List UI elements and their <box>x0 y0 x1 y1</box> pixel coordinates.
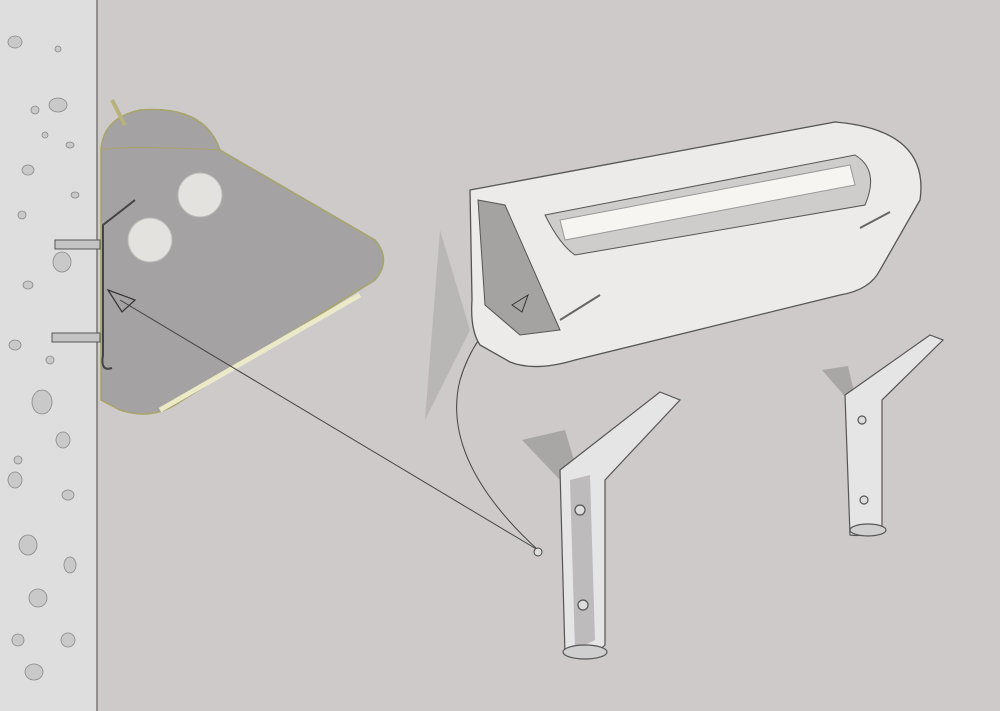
fluorescent-tube <box>559 164 856 241</box>
fixture-cross-section <box>51 99 385 415</box>
screw-icon <box>859 495 869 505</box>
screw-icon <box>857 415 867 425</box>
wall-section <box>0 0 98 711</box>
light-fixture <box>425 121 922 420</box>
tube-section <box>127 172 223 263</box>
hanging-hook <box>101 199 136 370</box>
screw-icon <box>577 599 589 611</box>
wall-plug-icon <box>51 239 101 343</box>
screw-icon <box>574 504 586 516</box>
mounting-bracket-large <box>522 391 682 660</box>
mounting-bracket-small <box>822 334 945 537</box>
triangle-arrow-icon <box>106 288 137 313</box>
